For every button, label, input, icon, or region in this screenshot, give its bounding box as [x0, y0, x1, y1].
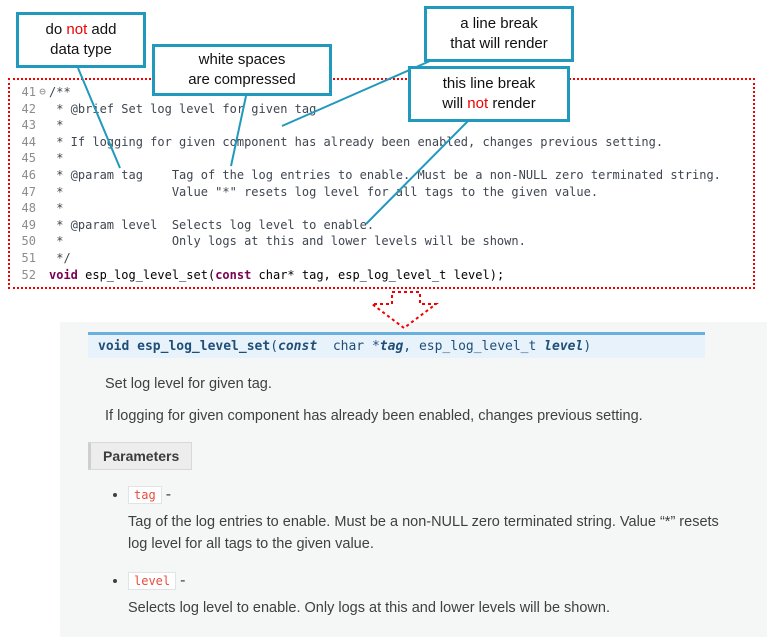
code-text: /** — [49, 85, 71, 99]
line-number: 47 — [21, 184, 36, 199]
parameter-dash: - — [180, 571, 186, 589]
callout-text: a line break — [460, 14, 538, 32]
fold-marker-icon: ⊖ — [39, 85, 46, 98]
signature-param-name: tag — [379, 339, 404, 354]
signature-param-name: level — [544, 339, 584, 354]
code-line: 43 * — [14, 117, 751, 134]
keyword-const: const — [215, 267, 252, 282]
line-number: 41 — [21, 85, 36, 99]
line-number: 44 — [21, 134, 36, 149]
line-number: 50 — [21, 234, 36, 249]
code-line: 51 */ — [14, 250, 751, 267]
signature-param-type: char * — [325, 339, 380, 354]
signature-const-keyword: const — [278, 339, 325, 354]
parameters-heading: Parameters — [88, 442, 193, 470]
code-text: * Only logs at this and lower levels wil… — [49, 234, 526, 249]
line-number: 49 — [21, 217, 36, 232]
line-number: 52 — [21, 267, 36, 282]
callout-line-break-renders: a line break that will render — [424, 6, 574, 62]
signature-return-type: void — [98, 339, 138, 354]
code-line: 49 * @param level Selects log level to e… — [14, 217, 751, 234]
code-line: 41⊖/** — [14, 84, 751, 101]
parameter-description: Selects log level to enable. Only logs a… — [128, 599, 610, 616]
callout-text: white spaces — [198, 50, 286, 68]
callout-text: that will render — [450, 35, 548, 52]
code-text: * @param tag Tag of the log entries to e… — [49, 167, 721, 182]
callout-text: do not add — [45, 20, 117, 38]
signature-param-type: esp_log_level_t — [418, 339, 545, 354]
code-line: 44 * If logging for given component has … — [14, 134, 751, 151]
parameter-item-level: level- Selects log level to enable. Only… — [128, 571, 727, 619]
code-line: 48 * — [14, 200, 751, 217]
callout-text: this line break — [442, 74, 536, 92]
parameter-dash: - — [165, 486, 172, 503]
callout-text: are compressed — [188, 71, 296, 88]
code-line: 46 * @param tag Tag of the log entries t… — [14, 167, 751, 184]
parameter-name-badge: tag — [128, 486, 162, 504]
callout-text: data type — [50, 41, 112, 58]
parameter-item-tag: tag- Tag of the log entries to enable. M… — [128, 486, 727, 556]
code-text: * — [49, 201, 64, 216]
doc-details-text: If logging for given component has alrea… — [105, 408, 643, 424]
callout-text: will not render — [442, 95, 536, 112]
code-line: 42 * @brief Set log level for given tag — [14, 101, 751, 118]
code-line: 45 * — [14, 150, 751, 167]
code-text: */ — [49, 250, 71, 265]
code-text: * @brief Set log level for given tag — [49, 101, 317, 116]
code-text: * — [49, 151, 64, 166]
code-text: * Value "*" resets log level for all tag… — [49, 184, 599, 199]
line-number: 45 — [21, 151, 36, 166]
line-number: 48 — [21, 201, 36, 216]
parameter-name-badge: level — [128, 571, 177, 590]
callout-no-data-type: do not add data type — [16, 12, 146, 68]
code-text: * @param level Selects log level to enab… — [49, 217, 375, 232]
line-number: 42 — [21, 101, 36, 116]
callout-whitespace-compressed: white spaces are compressed — [152, 44, 332, 96]
code-line: 50 * Only logs at this and lower levels … — [14, 233, 751, 250]
code-line-function-declaration: 52 void esp_log_level_set(const char* tag… — [14, 267, 751, 284]
code-text: void esp_log_level_set(const char* tag, … — [49, 267, 505, 282]
rendered-doc-panel: void esp_log_level_set(const char *tag, … — [60, 322, 767, 637]
parameters-list: tag- Tag of the log entries to enable. M… — [60, 486, 727, 619]
function-signature: void esp_log_level_set(const char *tag, … — [88, 332, 705, 358]
code-text: * If logging for given component has alr… — [49, 134, 664, 149]
signature-function-name: esp_log_level_set — [137, 339, 271, 354]
code-editor-snippet: 41⊖/** 42 * @brief Set log level for giv… — [8, 78, 755, 289]
line-number: 51 — [21, 250, 36, 265]
callout-line-break-not-render: this line break will not render — [408, 66, 570, 122]
doc-brief-text: Set log level for given tag. — [105, 376, 272, 392]
line-number: 46 — [21, 167, 36, 182]
code-text: * — [49, 118, 64, 133]
keyword-void: void — [49, 267, 78, 282]
code-line: 47 * Value "*" resets log level for all … — [14, 184, 751, 201]
parameter-description: Tag of the log entries to enable. Must b… — [128, 514, 719, 553]
line-number: 43 — [21, 118, 36, 133]
